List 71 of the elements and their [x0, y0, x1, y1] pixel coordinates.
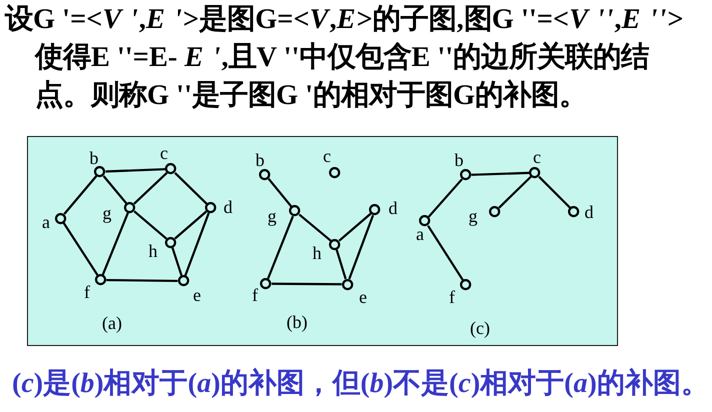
- vertex-circle: [329, 238, 341, 250]
- vertex-circle: [369, 204, 381, 216]
- vertex-label: g: [268, 207, 276, 225]
- vertex-circle: [460, 279, 472, 291]
- vertex-circle: [165, 236, 176, 248]
- graph-edge: [171, 247, 183, 276]
- vertex-circle: [489, 206, 501, 218]
- graph-edge: [336, 249, 347, 280]
- vertex-circle: [94, 166, 106, 178]
- vertex-label: c: [323, 147, 331, 165]
- vertex-circle: [178, 275, 189, 287]
- vertex-label: f: [252, 286, 258, 304]
- graph-edge: [102, 175, 128, 204]
- graph-edge: [102, 212, 129, 276]
- graph-edge: [174, 210, 208, 240]
- vertex-label: d: [224, 198, 232, 216]
- graph-edge: [174, 172, 208, 205]
- vertex-label: e: [359, 288, 367, 306]
- graph-edge: [63, 175, 98, 215]
- subfigure-label: (b): [286, 313, 308, 331]
- vertex-label: f: [84, 283, 90, 301]
- vertex-label: b: [256, 151, 264, 169]
- vertex-circle: [55, 212, 66, 224]
- vertex-label: b: [90, 149, 98, 167]
- vertex-label: c: [533, 148, 541, 166]
- vertex-circle: [342, 278, 353, 290]
- vertex-label: g: [468, 207, 478, 225]
- vertex-label: a: [42, 213, 50, 231]
- caption-text: (c)是(b)相对于(a)的补图，但(b)不是(c)相对于(a)的补图。: [12, 367, 709, 401]
- vertex-circle: [259, 168, 271, 180]
- vertex-label: d: [388, 199, 398, 217]
- vertex-circle: [460, 169, 472, 181]
- graph-edge: [348, 214, 374, 280]
- vertex-label: f: [449, 288, 455, 306]
- vertex-label: h: [312, 244, 322, 262]
- graph-edge: [471, 172, 530, 176]
- vertex-circle: [289, 205, 301, 217]
- graph-edge: [267, 216, 294, 279]
- vertex-circle: [260, 278, 272, 290]
- vertex-label: c: [160, 144, 168, 162]
- vertex-circle: [568, 206, 580, 218]
- graph-edge: [268, 178, 292, 208]
- vertex-label: d: [584, 203, 594, 221]
- vertex-label: e: [193, 286, 201, 304]
- vertex-circle: [165, 163, 177, 175]
- graph-edge: [272, 282, 342, 286]
- vertex-circle: [329, 166, 341, 178]
- vertex-circle: [529, 167, 541, 178]
- graph-edge: [338, 212, 372, 242]
- graph-edge: [62, 222, 99, 276]
- subfigure-label: (a): [102, 314, 122, 332]
- subfigure-label: (c): [470, 319, 490, 337]
- vertex-label: g: [102, 204, 112, 222]
- graph-edge: [106, 168, 166, 173]
- definition-text: 设G '=<V ',E '>是图G=<V,E>的子图,图G ''=<V '',E ''>使得E ''=E- E ',且V ''中仅包含E ''的边所关联的结点。则称G ''是子图G '的相对于图G的补图。: [5, 3, 684, 113]
- graph-edge: [134, 210, 168, 240]
- vertex-label: h: [148, 242, 158, 260]
- graph-edge: [538, 176, 571, 209]
- graph-edge: [428, 178, 463, 218]
- vertex-label: a: [416, 225, 424, 243]
- graph-edge: [427, 225, 464, 281]
- vertex-circle: [419, 215, 431, 227]
- graph-edge: [133, 172, 168, 205]
- graph-edge: [298, 214, 332, 242]
- vertex-circle: [124, 202, 136, 214]
- vertex-circle: [95, 274, 106, 286]
- graph-edge: [498, 176, 532, 209]
- vertex-label: b: [454, 151, 464, 169]
- graph-edge: [184, 212, 210, 276]
- vertex-circle: [205, 202, 216, 214]
- graph-edge: [106, 278, 178, 282]
